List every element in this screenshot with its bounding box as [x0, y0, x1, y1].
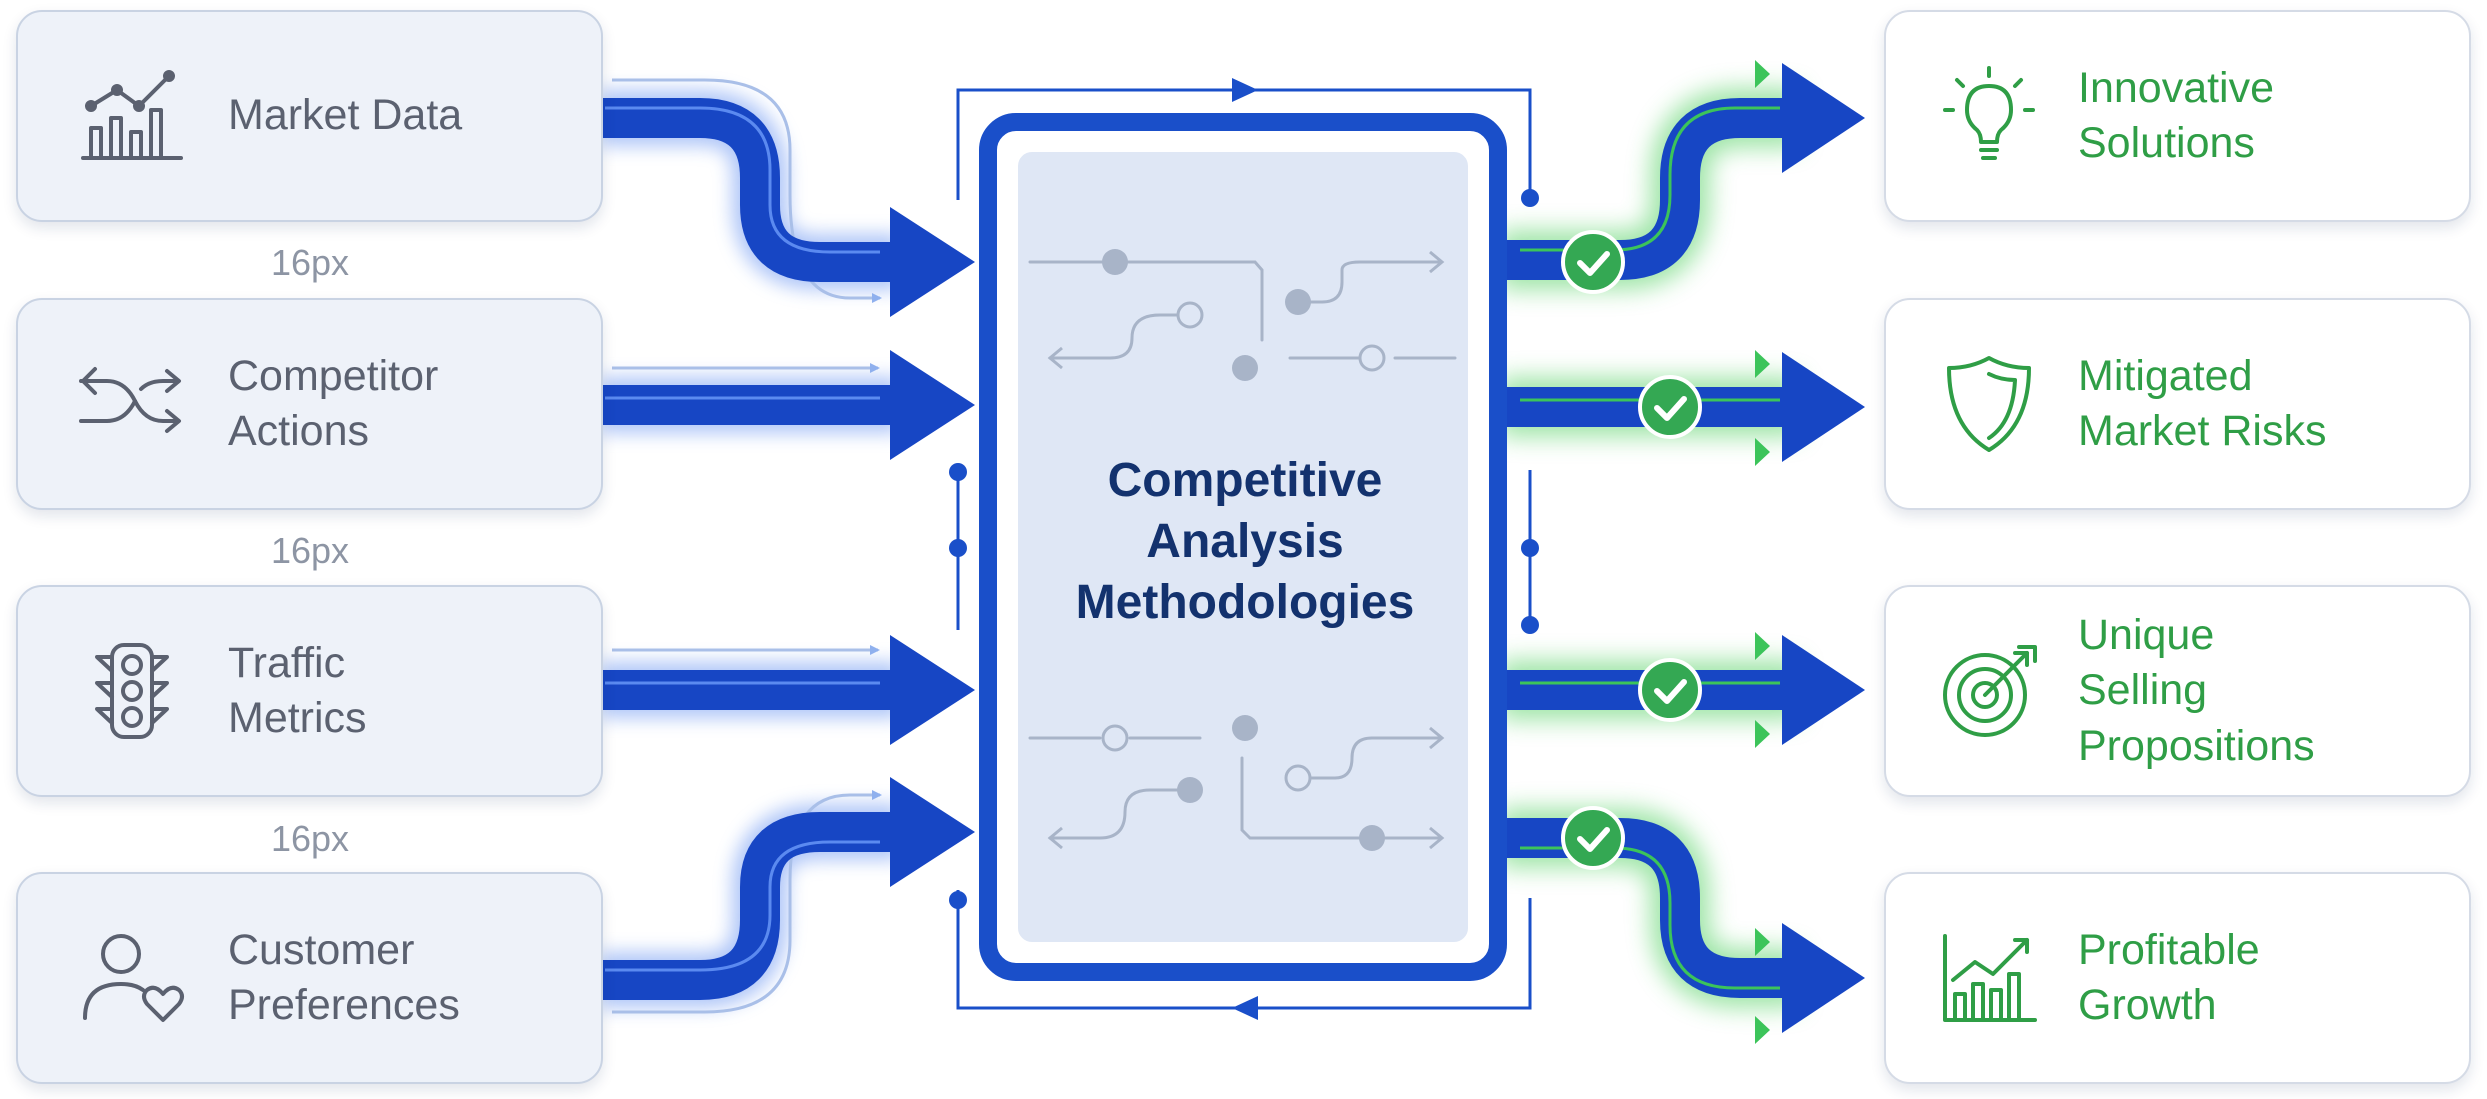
input-card-traffic-metrics: Traffic Metrics — [16, 585, 603, 797]
input-arrows — [600, 78, 975, 1014]
output-label: Innovative Solutions — [2078, 63, 2275, 167]
check-icon — [1561, 230, 1625, 294]
growth-chart-icon — [1934, 928, 2044, 1028]
input-card-customer-preferences: Customer Preferences — [16, 872, 603, 1084]
input-card-market-data: Market Data — [16, 10, 603, 222]
output-arrows — [1500, 60, 1865, 1044]
output-card-mitigated-risks: Mitigated Market Risks — [1884, 298, 2471, 510]
output-label: Profitable Growth — [2078, 925, 2260, 1029]
shield-icon — [1934, 352, 2044, 456]
check-badges — [1561, 230, 1702, 870]
line-chart-icon — [70, 66, 194, 166]
input-label: Traffic Metrics — [228, 638, 367, 742]
output-label: Mitigated Market Risks — [2078, 351, 2327, 455]
spacing-label: 16px — [270, 530, 350, 571]
target-icon — [1934, 641, 2044, 741]
input-card-competitor-actions: Competitor Actions — [16, 298, 603, 510]
output-card-profitable-growth: Profitable Growth — [1884, 872, 2471, 1084]
input-label: Market Data — [228, 91, 463, 140]
output-card-innovative-solutions: Innovative Solutions — [1884, 10, 2471, 222]
spacing-label: 16px — [270, 242, 350, 283]
input-label: Customer Preferences — [228, 925, 460, 1029]
lightbulb-icon — [1934, 64, 2044, 168]
arrow-customer-preferences — [600, 812, 905, 1000]
arrow-innovative-solutions — [1500, 98, 1800, 280]
shuffle-icon — [70, 359, 194, 449]
output-label: Unique Selling Propositions — [2078, 611, 2315, 770]
check-icon — [1561, 806, 1625, 870]
spacing-label: 16px — [270, 818, 350, 859]
center-process-box — [949, 78, 1539, 1020]
check-icon — [1638, 375, 1702, 439]
check-icon — [1638, 658, 1702, 722]
output-card-unique-selling-propositions: Unique Selling Propositions — [1884, 585, 2471, 797]
user-heart-icon — [70, 928, 194, 1028]
arrow-profitable-growth — [1500, 818, 1800, 998]
arrow-market-data — [600, 98, 905, 282]
input-label: Competitor Actions — [228, 351, 439, 455]
center-title: Competitive Analysis Methodologies — [1075, 454, 1415, 629]
traffic-light-icon — [70, 641, 194, 741]
